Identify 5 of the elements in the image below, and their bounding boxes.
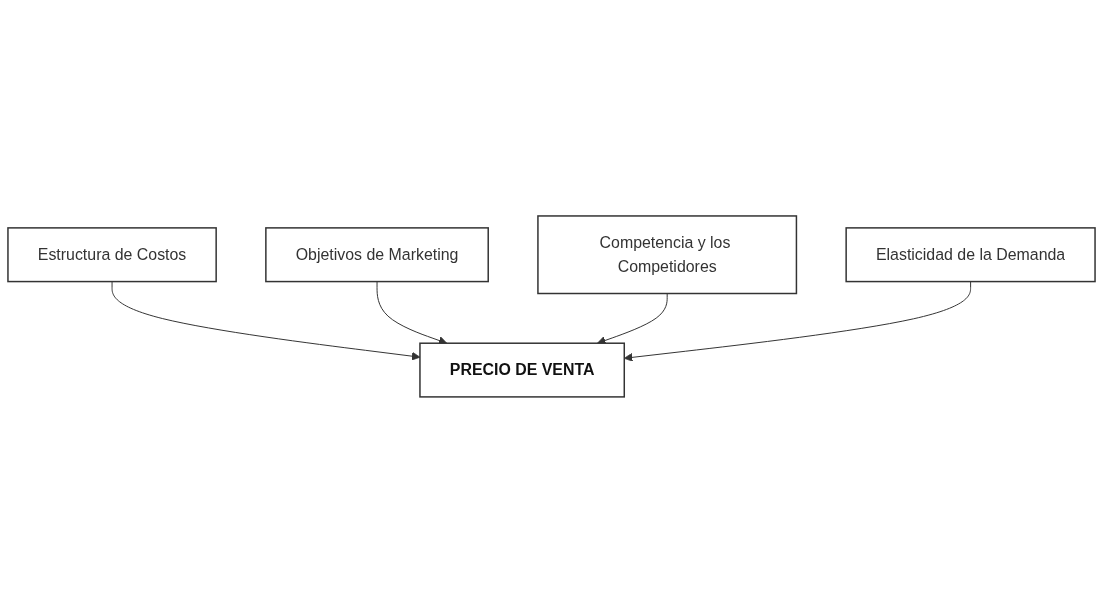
node-box: Objetivos de Marketing <box>265 227 489 283</box>
node-box: Competencia y los Competidores <box>537 215 798 295</box>
node-box: Elasticidad de la Demanda <box>845 227 1096 283</box>
node-box: PRECIO DE VENTA <box>419 342 625 398</box>
node-box: Estructura de Costos <box>7 227 217 283</box>
